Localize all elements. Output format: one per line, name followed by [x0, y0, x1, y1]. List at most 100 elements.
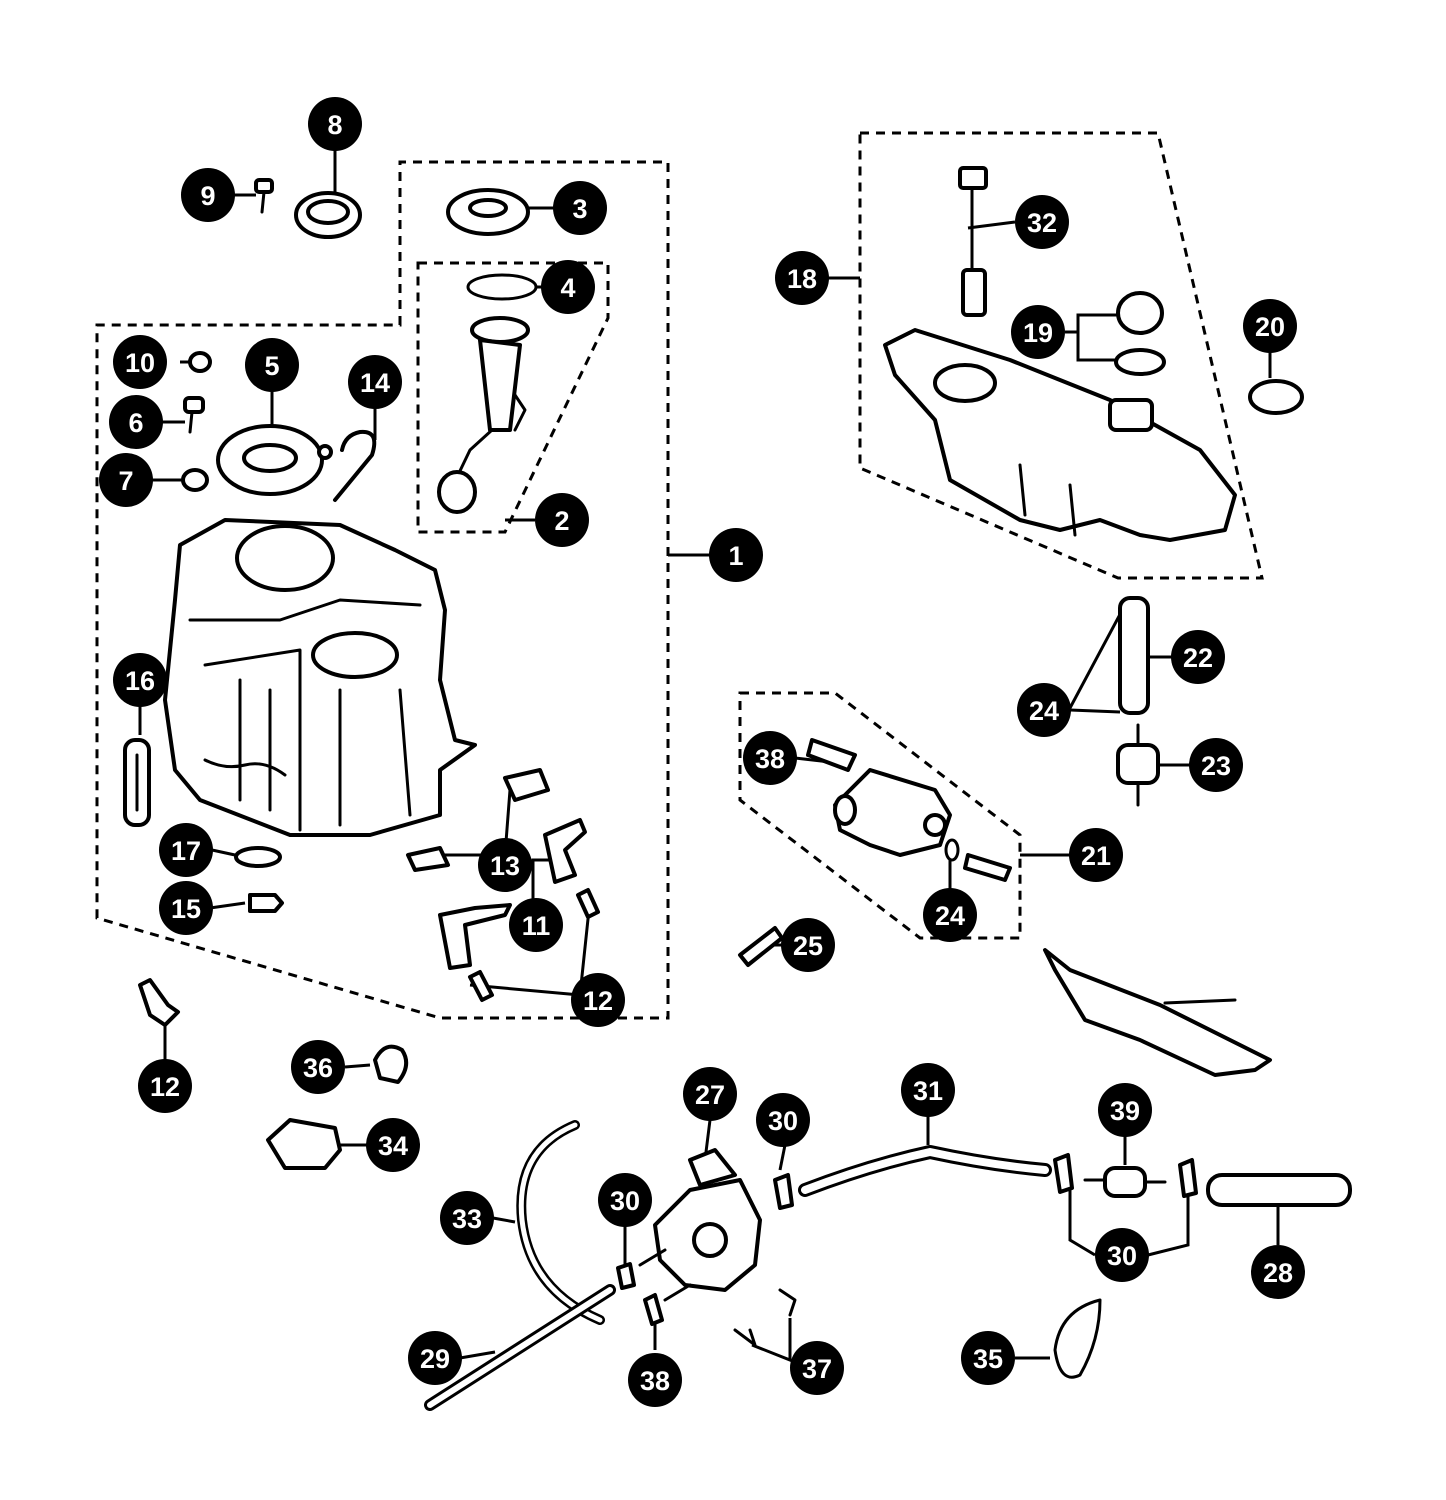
callout-c33: 33: [440, 1191, 494, 1245]
pipe-part-29-inner: [427, 1287, 613, 1408]
callout-number: 23: [1201, 751, 1231, 781]
callout-number: 5: [264, 351, 279, 381]
nut-part-7: [181, 468, 209, 492]
callout-circle: [291, 1040, 345, 1094]
callout-number: 30: [768, 1106, 798, 1136]
mount-bracket: [1043, 948, 1272, 1077]
callout-number: 2: [554, 506, 569, 536]
callout-c23: 23: [1189, 738, 1243, 792]
callout-c6: 6: [109, 395, 163, 449]
callout-number: 34: [378, 1131, 408, 1161]
callout-number: 10: [125, 348, 155, 378]
callout-number: 36: [303, 1053, 333, 1083]
callout-c30a: 30: [756, 1093, 810, 1147]
callout-c29: 29: [408, 1331, 462, 1385]
callout-number: 11: [522, 911, 551, 941]
callout-circle: [1015, 195, 1069, 249]
callout-circle: [1251, 1245, 1305, 1299]
callout-circle: [308, 97, 362, 151]
fuel-pump-part-27: [638, 1148, 762, 1302]
ring-part-8: [294, 191, 362, 239]
nut-part-10: [188, 351, 212, 373]
callout-number: 6: [128, 408, 143, 438]
callout-circle: [138, 1059, 192, 1113]
callout-c28: 28: [1251, 1245, 1305, 1299]
callout-circle: [923, 888, 977, 942]
callout-circle: [1171, 630, 1225, 684]
callout-circle: [366, 1118, 420, 1172]
callout-number: 27: [695, 1080, 725, 1110]
grommet-part-17: [234, 846, 282, 868]
callout-number: 38: [640, 1366, 670, 1396]
callout-c38b: 38: [628, 1353, 682, 1407]
callout-c11: 11: [509, 898, 563, 952]
callout-c35: 35: [961, 1331, 1015, 1385]
callout-number: 17: [171, 836, 201, 866]
callout-number: 9: [200, 181, 215, 211]
group-outline-oil-pump: [738, 691, 1022, 940]
hose-part-31: [798, 1145, 1052, 1197]
bracket-part-34: [266, 1118, 342, 1170]
oil-level-sensor-part-32: [958, 166, 988, 317]
callout-number: 8: [327, 110, 342, 140]
clamp-part-30: [616, 1153, 1198, 1290]
callout-number: 35: [973, 1344, 1003, 1374]
callout-c24b: 24: [923, 888, 977, 942]
callout-c30c: 30: [1095, 1228, 1149, 1282]
callout-circle: [628, 1353, 682, 1407]
callout-circle: [1189, 738, 1243, 792]
callout-c15: 15: [159, 881, 213, 935]
gasket-part-4: [466, 273, 538, 301]
callout-number: 32: [1027, 208, 1057, 238]
callout-c22: 22: [1171, 630, 1225, 684]
hose-part-33-inner: [518, 1122, 603, 1323]
callout-c27: 27: [683, 1067, 737, 1121]
callout-c5: 5: [245, 338, 299, 392]
callout-number: 24: [1029, 696, 1059, 726]
group-outline-oil-tank: [858, 131, 1264, 580]
callout-c12b: 12: [138, 1059, 192, 1113]
callout-circle: [1017, 683, 1071, 737]
callout-c16: 16: [113, 653, 167, 707]
callout-number: 37: [802, 1354, 832, 1384]
callout-circle: [1069, 828, 1123, 882]
callout-circle: [1243, 299, 1297, 353]
callout-circle: [99, 453, 153, 507]
callout-c38a: 38: [743, 731, 797, 785]
hose-part-31-inner: [801, 1148, 1049, 1194]
callout-number: 22: [1183, 643, 1213, 673]
group-outline-fuel-tank: [95, 160, 670, 1020]
callout-c8: 8: [308, 97, 362, 151]
callout-circle: [683, 1067, 737, 1121]
parts: [123, 166, 1352, 1411]
callout-circle: [775, 251, 829, 305]
callout-c3: 3: [553, 181, 607, 235]
callout-circle: [159, 823, 213, 877]
callout-number: 12: [583, 986, 613, 1016]
callout-circle: [1095, 1228, 1149, 1282]
clip-part-36: [373, 1044, 409, 1084]
callout-circle: [553, 181, 607, 235]
oil-cap-part-19: [1114, 291, 1166, 376]
callout-circle: [113, 335, 167, 389]
callout-c17: 17: [159, 823, 213, 877]
hose-part-28: [1206, 1173, 1352, 1207]
callout-c32: 32: [1015, 195, 1069, 249]
callout-number: 33: [452, 1204, 482, 1234]
callout-c13: 13: [478, 838, 532, 892]
ring-part-20: [1248, 379, 1304, 415]
callout-c12a: 12: [571, 973, 625, 1027]
callout-circle: [408, 1331, 462, 1385]
callout-circle: [159, 881, 213, 935]
callout-c37: 37: [790, 1341, 844, 1395]
callout-number: 7: [118, 466, 133, 496]
pipe-part-38-upper: [806, 738, 857, 772]
callout-circle: [961, 1331, 1015, 1385]
callout-number: 18: [787, 264, 817, 294]
callout-c31: 31: [901, 1063, 955, 1117]
callout-c39: 39: [1098, 1083, 1152, 1137]
callout-circle: [901, 1063, 955, 1117]
callout-c2: 2: [535, 493, 589, 547]
